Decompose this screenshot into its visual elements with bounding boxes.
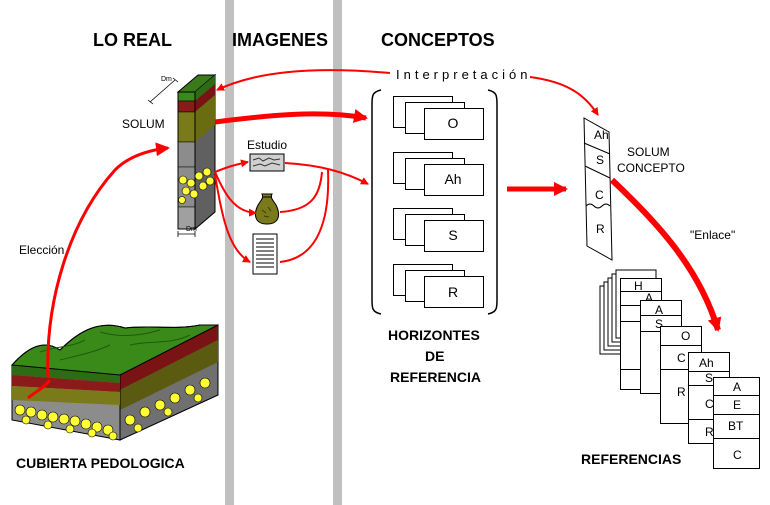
sheet3-horizon-r: R — [677, 385, 686, 399]
solum-label: SOLUM — [122, 117, 165, 131]
sheet3-horizon-c: C — [677, 351, 686, 365]
horizontes-label-3: REFERENCIA — [390, 369, 482, 385]
arrow-estudio-to-horizons — [284, 162, 369, 185]
reference-sheet-5: A E BT C — [713, 377, 760, 469]
sheet4-horizon-s: S — [705, 371, 714, 385]
arrow-sheet-to-horizons — [279, 169, 330, 263]
estudio-label: Estudio — [247, 138, 288, 152]
horizontes-label-1: HORIZONTES — [388, 327, 480, 343]
arrow-bag-to-horizons — [279, 171, 323, 213]
cubierta-pedologica-label: CUBIERTA PEDOLOGICA — [16, 455, 185, 471]
solum-concept-column — [583, 117, 613, 261]
referencias-label: REFERENCIAS — [581, 451, 682, 467]
header-conceptos: CONCEPTOS — [381, 30, 495, 50]
solum-block — [147, 73, 217, 237]
data-sheet-icon — [252, 233, 278, 275]
separator-images-concepts — [333, 0, 342, 505]
dimension-label-top: Dm — [161, 76, 172, 83]
estudio-image-icon — [249, 153, 285, 172]
horizon-card-r-label: R — [447, 284, 459, 300]
header-lo-real: LO REAL — [93, 30, 172, 50]
horizon-card-s-label: S — [448, 227, 458, 243]
solum-concepto-label-2: CONCEPTO — [617, 161, 685, 175]
horizon-card-ah-label: Ah — [444, 171, 462, 187]
sheet2-horizon-a: A — [655, 303, 664, 317]
sheet5-horizon-e: E — [733, 398, 742, 412]
concept-horizon-ah: Ah — [594, 128, 609, 142]
arrow-solum-to-sheet — [214, 174, 251, 263]
arrow-solum-to-bag — [214, 171, 257, 217]
header-imagenes: IMAGENES — [232, 30, 329, 50]
enlace-label: "Enlace" — [690, 228, 736, 242]
bracket-left — [371, 89, 382, 315]
arrow-interpretacion-to-solum — [216, 69, 391, 91]
concept-horizon-r: R — [596, 222, 605, 236]
sheet5-horizon-c: C — [733, 448, 742, 462]
sheet5-horizon-bt: BT — [728, 419, 744, 433]
sheet1-horizon-a: A — [645, 291, 654, 305]
soil-sample-bag-icon — [254, 193, 280, 225]
landscape-block — [10, 324, 219, 441]
solum-concepto-label-1: SOLUM — [627, 145, 670, 159]
sheet4-horizon-c: C — [705, 397, 714, 411]
arrow-enlace — [609, 177, 722, 332]
arrow-solum-to-horizons — [214, 109, 368, 125]
sheet3-horizon-o: O — [681, 329, 691, 343]
sheet5-horizon-a: A — [733, 380, 742, 394]
sheet4-horizon-r: R — [705, 425, 714, 439]
arrow-eleccion — [46, 142, 170, 379]
dimension-label-bottom: Dm — [186, 226, 197, 233]
sheet4-horizon-ah: Ah — [699, 356, 714, 370]
sheet2-horizon-s: S — [655, 317, 664, 331]
bracket-right — [487, 89, 498, 315]
separator-real-images — [225, 0, 234, 505]
horizon-card-o-label: O — [447, 115, 459, 131]
concept-horizon-s: S — [596, 153, 605, 167]
arrow-eleccion-start — [27, 379, 52, 400]
arrow-interpretacion-to-concept — [529, 76, 599, 116]
horizontes-label-2: DE — [425, 348, 445, 364]
arrow-solum-to-estudio — [214, 159, 249, 173]
concept-horizon-c: C — [595, 188, 604, 202]
interpretacion-label: Interpretación — [396, 67, 532, 82]
eleccion-label: Elección — [19, 243, 65, 257]
sheet1-horizon-h: H — [634, 279, 643, 293]
